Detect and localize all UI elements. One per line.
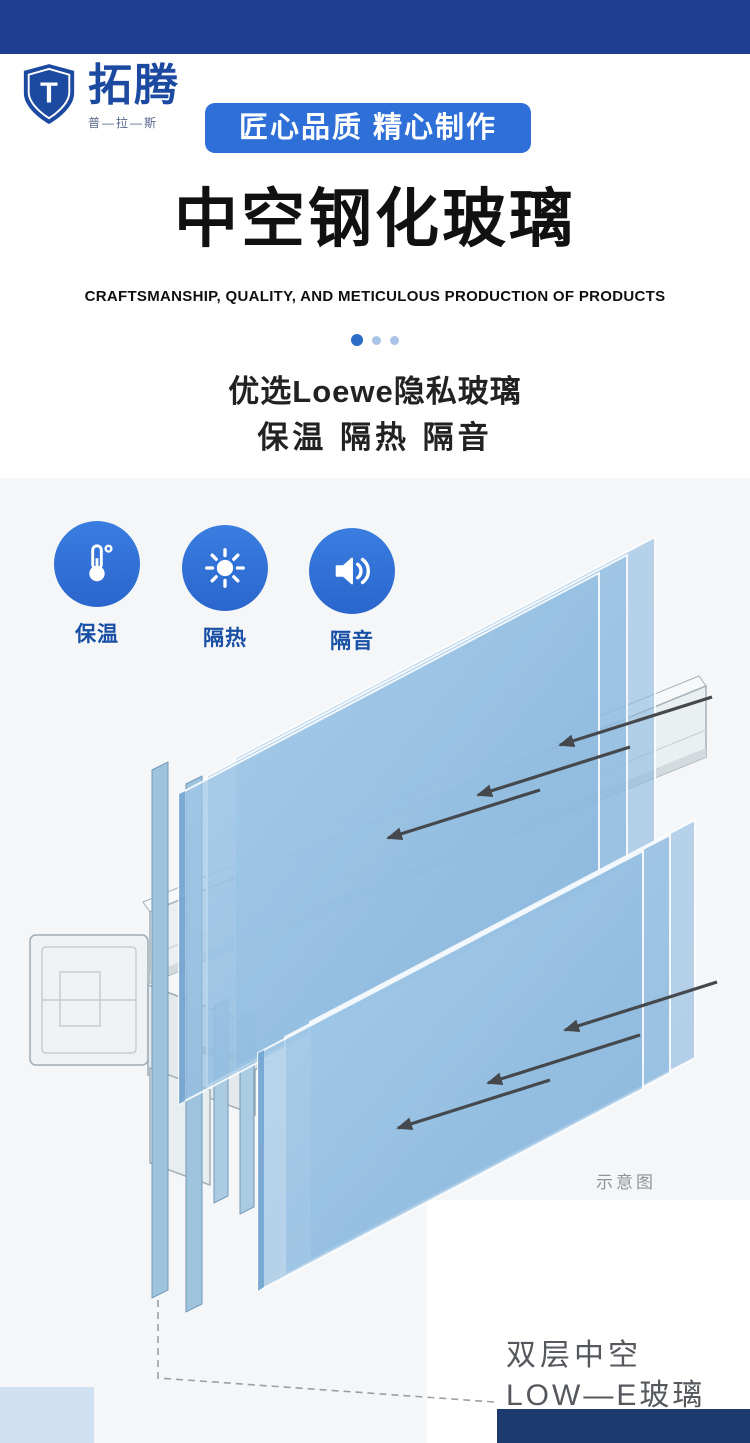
thermometer-icon	[89, 544, 113, 582]
logo-letter: T	[40, 78, 58, 110]
diagram-note: 示意图	[596, 1173, 656, 1192]
intro-line-1: 优选Loewe隐私玻璃	[228, 374, 522, 409]
feature-label-heat-block: 隔热	[203, 627, 247, 650]
shield-logo-icon: T	[23, 64, 75, 124]
bottom-right-navy-block	[497, 1409, 750, 1443]
feature-soundproof: 隔音	[307, 528, 397, 655]
quality-badge: 匠心品质 精心制作	[205, 103, 532, 153]
pagination-dots	[0, 334, 750, 346]
feature-circle-heat-block	[182, 525, 268, 611]
feature-circle-insulation	[54, 521, 140, 607]
feature-insulation: 保温	[52, 521, 142, 648]
feature-circle-soundproof	[309, 528, 395, 614]
caption-line-2: LOW—E玻璃	[506, 1379, 706, 1412]
speaker-icon	[335, 557, 370, 585]
brand-subname: 普—拉—斯	[88, 116, 159, 131]
brand-text: 拓腾 普—拉—斯	[88, 61, 180, 131]
brand-name: 拓腾	[88, 61, 180, 110]
bottom-left-blue-block	[0, 1387, 94, 1443]
intro-line-2: 保温 隔热 隔音	[257, 420, 493, 455]
feature-label-insulation: 保温	[75, 623, 119, 646]
caption-line-1: 双层中空	[506, 1339, 642, 1372]
page-subtitle: CRAFTSMANSHIP, QUALITY, AND METICULOUS P…	[84, 288, 666, 305]
pagination-dot[interactable]	[390, 335, 399, 345]
top-bar	[0, 0, 750, 54]
page-title: 中空钢化玻璃	[174, 183, 576, 255]
brand-logo: T 拓腾 普—拉—斯	[20, 61, 180, 131]
feature-label-soundproof: 隔音	[330, 630, 374, 653]
pagination-dot-active[interactable]	[351, 334, 363, 346]
sun-icon	[205, 548, 245, 588]
pagination-dot[interactable]	[372, 335, 381, 345]
feature-heat-block: 隔热	[180, 525, 270, 652]
